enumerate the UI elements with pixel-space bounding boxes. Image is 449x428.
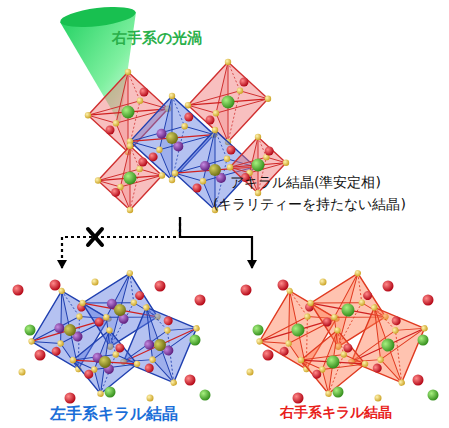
crystal-label: 右手系キラル結晶 (226, 404, 446, 421)
cone-top (59, 3, 137, 30)
crystal-node: 左手系キラル結晶 (8, 268, 220, 426)
crystal-label: 左手系キラル結晶 (8, 404, 220, 423)
crystal-node: アキラル結晶(準安定相) (キラリティーを持たない結晶) (95, 62, 447, 217)
right-chiral-crystal (241, 260, 444, 404)
achiral-crystal (85, 59, 289, 213)
transition-arrow (180, 217, 252, 268)
transition-arrow (62, 217, 180, 268)
crystal-label: (キラリティーを持たない結晶) (213, 196, 406, 213)
crystal-label: アキラル結晶(準安定相) (230, 174, 381, 191)
vortex-label: 右手系の光渦 (112, 29, 202, 47)
crystal-node: 右手系キラル結晶 (226, 268, 446, 426)
left-chiral-crystal (13, 260, 216, 404)
